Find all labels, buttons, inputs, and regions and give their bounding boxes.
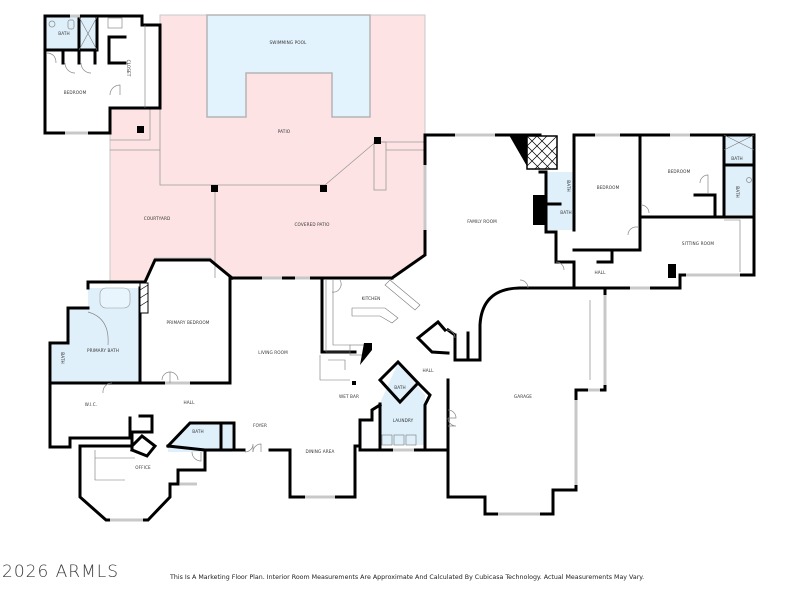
label-bedroom-3: BEDROOM	[668, 169, 691, 174]
hatch-closet	[139, 282, 149, 314]
label-foyer: FOYER	[253, 423, 267, 428]
label-primary-bath: PRIMARY BATH	[87, 348, 119, 353]
label-bedroom-2: BEDROOM	[597, 185, 620, 190]
label-laundry: LAUNDRY	[393, 418, 414, 423]
label-courtyard: COURTYARD	[144, 216, 171, 221]
label-wic: W.I.C.	[85, 402, 97, 407]
outdoor-areas	[109, 14, 426, 283]
label-hall-east: HALL	[594, 270, 606, 275]
label-kitchen: KITCHEN	[362, 296, 381, 301]
label-garage: GARAGE	[514, 394, 532, 399]
label-sitting-room: SITTING ROOM	[682, 241, 714, 246]
label-guest-bedroom: BEDROOM	[64, 90, 87, 95]
swimming-pool	[206, 14, 371, 118]
label-east-bath-lower: BATH	[735, 186, 740, 198]
label-primary-bedroom: PRIMARY BEDROOM	[166, 320, 209, 325]
label-laundry-bath: BATH	[394, 385, 406, 390]
wet-areas	[45, 17, 754, 452]
label-jack-bath-upper: BATH	[566, 180, 571, 192]
label-wet-bar: WET BAR	[339, 394, 359, 399]
label-guest-bath: BATH	[58, 31, 70, 36]
label-guest-closet: CLOSET	[126, 60, 131, 77]
fireplace-hearth-hatch	[526, 135, 558, 170]
label-jack-bath-lower: BATH	[560, 210, 572, 215]
room-labels: BATH BEDROOM CLOSET SWIMMING POOL PATIO …	[58, 31, 743, 470]
mls-watermark: 2026 ARMLS	[2, 562, 120, 582]
post	[211, 185, 218, 192]
post	[320, 185, 327, 192]
label-primary-wc: BATH	[60, 352, 65, 364]
label-patio: PATIO	[278, 129, 291, 134]
label-family-room: FAMILY ROOM	[467, 219, 497, 224]
label-hall-center: HALL	[422, 368, 434, 373]
post	[374, 137, 381, 144]
fixtures	[45, 16, 755, 481]
label-swimming-pool: SWIMMING POOL	[270, 40, 308, 45]
label-hall-west: HALL	[183, 400, 195, 405]
post	[137, 126, 144, 133]
label-covered-patio: COVERED PATIO	[295, 222, 331, 227]
label-dining-area: DINING AREA	[306, 449, 335, 454]
label-office: OFFICE	[135, 465, 151, 470]
label-powder-bath: BATH	[192, 429, 204, 434]
disclaimer-text: This Is A Marketing Floor Plan. Interior…	[170, 574, 645, 581]
walls	[43, 14, 756, 522]
label-east-bath-upper: BATH	[731, 156, 743, 161]
label-living-room: LIVING ROOM	[258, 350, 288, 355]
